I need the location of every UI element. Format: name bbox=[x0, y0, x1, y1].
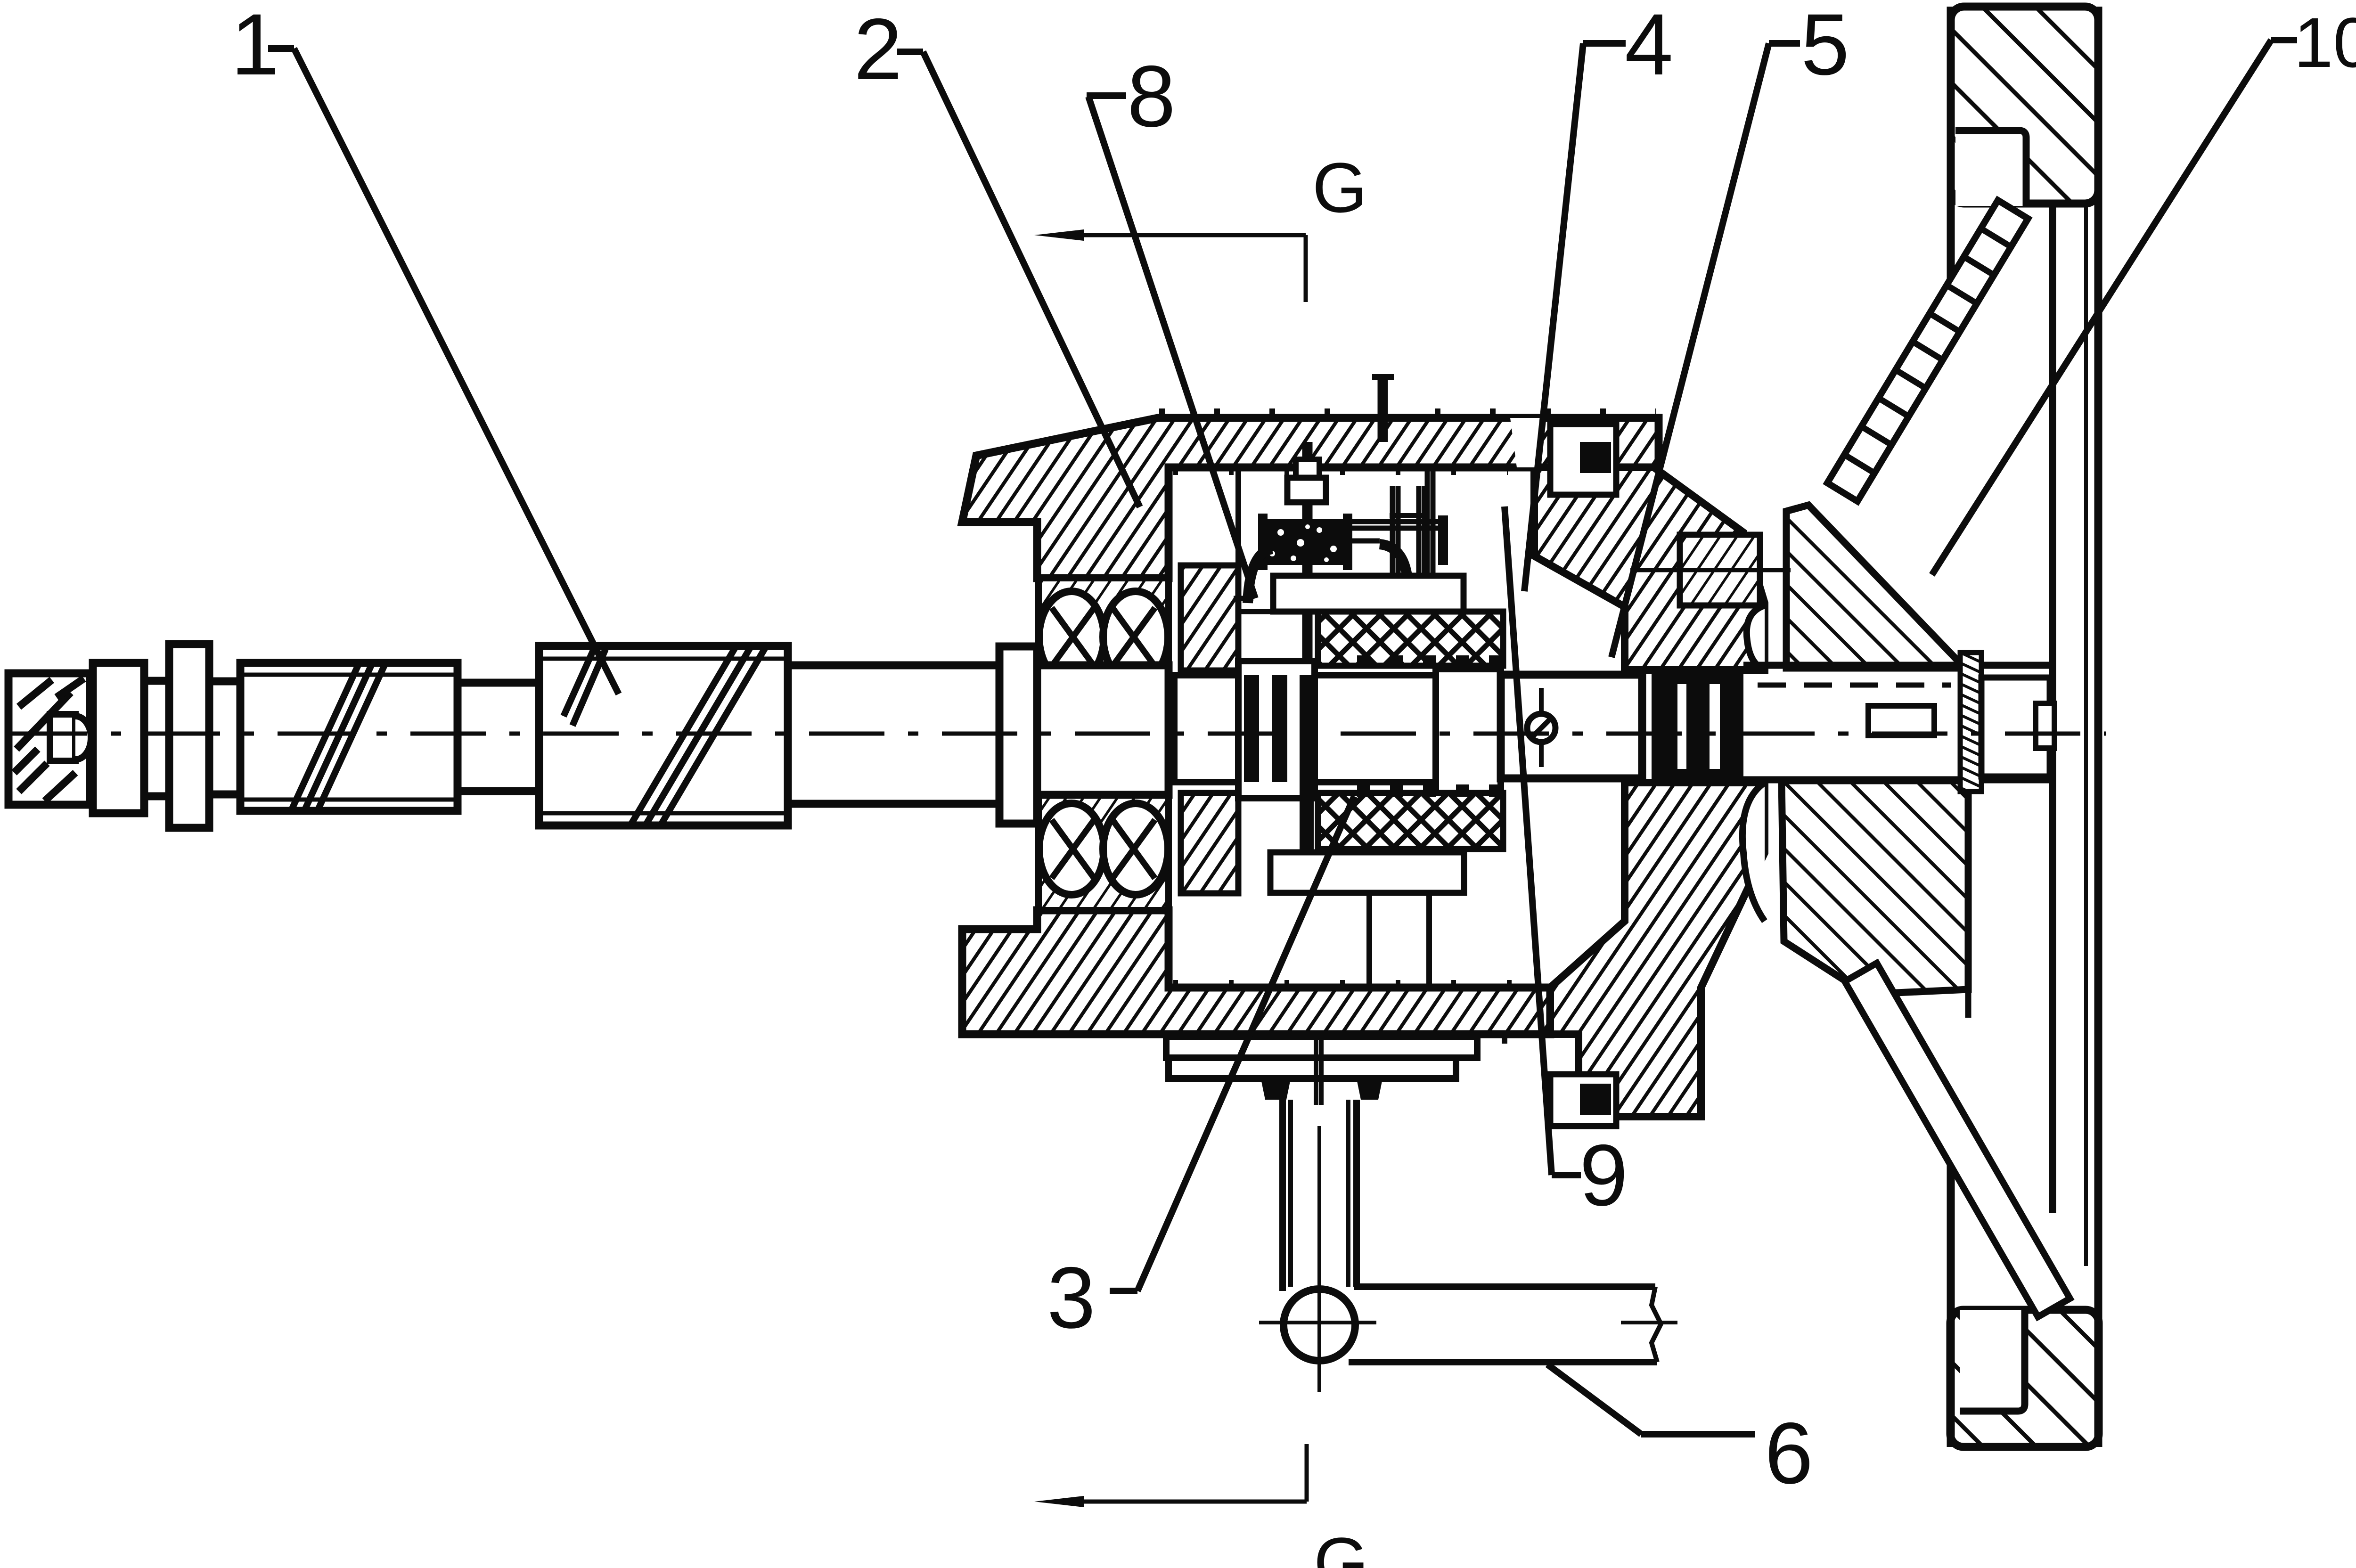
svg-text:8: 8 bbox=[1127, 48, 1176, 145]
svg-text:G: G bbox=[1312, 148, 1367, 227]
svg-text:1: 1 bbox=[231, 0, 279, 93]
svg-text:G: G bbox=[1314, 1523, 1369, 1568]
svg-text:5: 5 bbox=[1801, 0, 1849, 93]
svg-text:3: 3 bbox=[1047, 1250, 1096, 1347]
svg-text:4: 4 bbox=[1625, 0, 1673, 93]
svg-text:6: 6 bbox=[1765, 1405, 1813, 1502]
svg-text:2: 2 bbox=[854, 1, 902, 98]
svg-text:10: 10 bbox=[2294, 3, 2356, 82]
svg-text:9: 9 bbox=[1579, 1127, 1628, 1224]
